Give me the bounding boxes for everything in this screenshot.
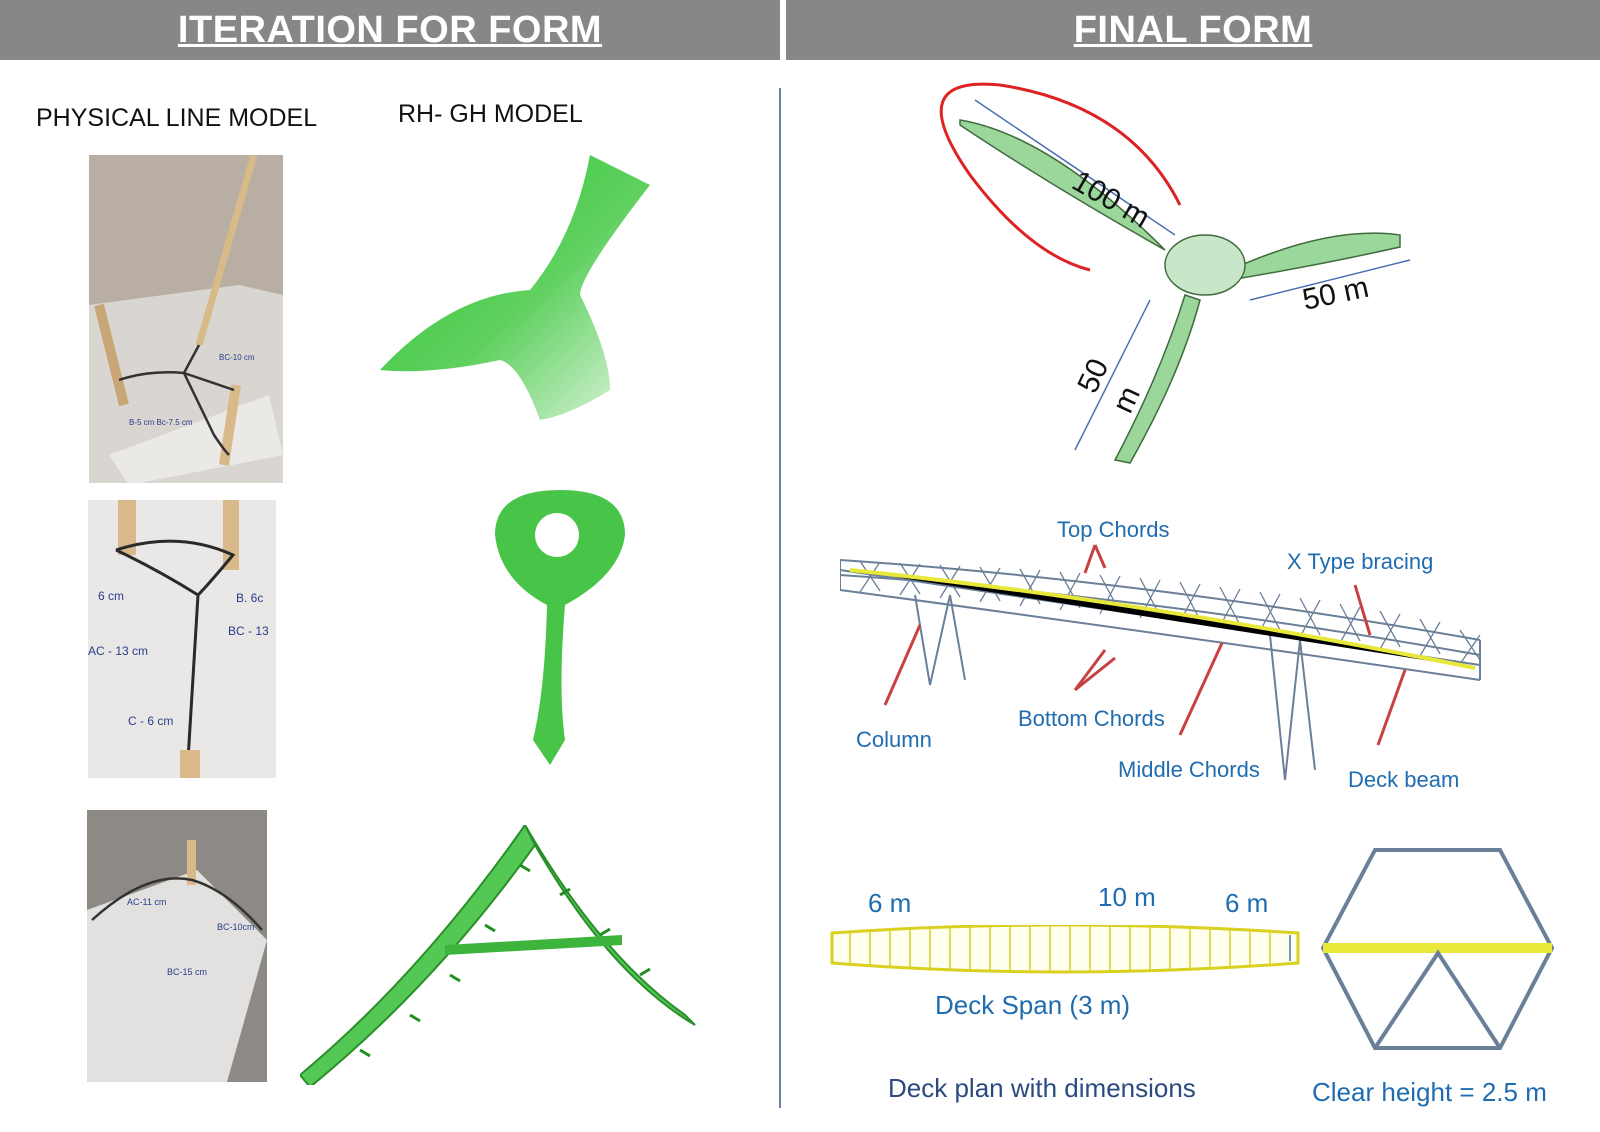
physical-model-photo-1: BC-10 cm B-5 cm Bc-7.5 cm bbox=[89, 155, 283, 483]
label-middle-chords: Middle Chords bbox=[1118, 757, 1260, 782]
cross-section-diagram bbox=[1320, 848, 1560, 1053]
deck-right-width: 6 m bbox=[1225, 888, 1269, 918]
physical-line-model-label: PHYSICAL LINE MODEL bbox=[36, 104, 318, 132]
column-divider bbox=[779, 88, 781, 1108]
svg-text:BC-10 cm: BC-10 cm bbox=[219, 353, 255, 362]
turbine-hub bbox=[1164, 234, 1246, 296]
header-iteration-for-form: ITERATION FOR FORM bbox=[0, 0, 780, 60]
svg-text:AC-11 cm: AC-11 cm bbox=[127, 897, 166, 907]
label-top-chords: Top Chords bbox=[1057, 517, 1170, 542]
clear-height-caption: Clear height = 2.5 m bbox=[1312, 1077, 1547, 1107]
blade-length-50-right: 50 m bbox=[1300, 271, 1372, 317]
blade-length-50-bottom-number: 50 bbox=[1071, 354, 1115, 398]
deck-mid-width: 10 m bbox=[1098, 882, 1156, 912]
deck-left-width: 6 m bbox=[868, 888, 912, 918]
header-final-form: FINAL FORM bbox=[786, 0, 1600, 60]
deck-span-label: Deck Span (3 m) bbox=[935, 990, 1131, 1020]
label-bottom-chords: Bottom Chords bbox=[1018, 706, 1165, 731]
svg-text:AC - 13 cm: AC - 13 cm bbox=[88, 644, 148, 658]
rh-gh-model-2 bbox=[495, 490, 625, 770]
physical-model-photo-3: AC-11 cm BC-10cm BC-15 cm bbox=[87, 810, 267, 1082]
svg-text:6 cm: 6 cm bbox=[98, 589, 124, 603]
svg-text:BC-15 cm: BC-15 cm bbox=[167, 967, 207, 977]
rh-gh-model-1 bbox=[380, 155, 660, 430]
svg-text:BC - 13: BC - 13 bbox=[228, 624, 269, 638]
deck-plan-drawing bbox=[830, 923, 1300, 975]
rh-gh-model-3 bbox=[298, 823, 700, 1089]
svg-text:B. 6c: B. 6c bbox=[236, 591, 263, 605]
turbine-plan-diagram: 100 m 50 m 50 m bbox=[930, 75, 1430, 475]
truss-diagram bbox=[839, 540, 1510, 810]
rh-gh-model-label: RH- GH MODEL bbox=[398, 100, 583, 128]
blade-length-100: 100 m bbox=[1067, 164, 1156, 234]
physical-model-photo-2: 6 cm B. 6c BC - 13 AC - 13 cm C - 6 cm bbox=[88, 500, 276, 778]
label-column: Column bbox=[856, 727, 932, 752]
svg-text:C - 6 cm: C - 6 cm bbox=[128, 714, 173, 728]
label-deck-beam: Deck beam bbox=[1348, 767, 1460, 792]
label-x-type-bracing: X Type bracing bbox=[1287, 549, 1434, 574]
red-outline-curve bbox=[939, 82, 1091, 272]
deck-plan-caption: Deck plan with dimensions bbox=[888, 1073, 1196, 1103]
svg-text:B-5 cm Bc-7.5 cm: B-5 cm Bc-7.5 cm bbox=[129, 418, 193, 427]
svg-text:BC-10cm: BC-10cm bbox=[217, 922, 255, 932]
